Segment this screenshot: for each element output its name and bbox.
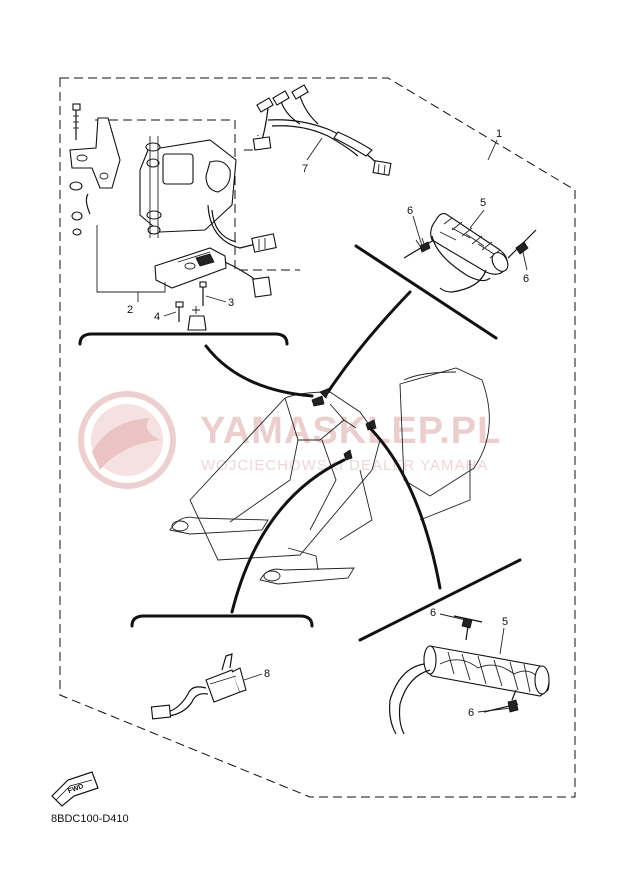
callout-leaders xyxy=(137,137,528,713)
bolt-part xyxy=(72,103,81,140)
wire-harness-part xyxy=(244,84,392,176)
grip-lower-part xyxy=(389,645,550,735)
toggle-switch-part xyxy=(150,653,247,720)
callout-clip-lower-top: 6 xyxy=(430,607,436,619)
connector-part xyxy=(251,233,277,253)
washer-part xyxy=(69,181,83,236)
callout-screw-3: 3 xyxy=(228,297,234,309)
leader-top-right xyxy=(326,290,412,394)
callouts: 1 2 3 4 7 5 6 6 5 6 6 8 xyxy=(127,128,529,719)
callout-clip-lower-bottom: 6 xyxy=(468,707,474,719)
clip-lower-top-part xyxy=(453,615,483,641)
grip-lower-group xyxy=(389,615,550,735)
bracket-group xyxy=(69,103,300,331)
clip-upper-right-part xyxy=(507,229,537,259)
callout-assembly: 1 xyxy=(496,128,502,140)
watermark-subtitle: WOJCIECHOWSKI DEALER YAMAHA xyxy=(201,457,488,474)
leader-bottom-right xyxy=(368,426,442,590)
l-bracket-part xyxy=(69,117,121,215)
group-brace-bottom-left xyxy=(130,614,314,628)
leader-bottom-left xyxy=(230,458,346,614)
switch-housing-part xyxy=(139,136,237,238)
lower-plate-part xyxy=(154,247,272,298)
screw-part xyxy=(175,281,207,331)
clip-lower-bottom-part xyxy=(483,689,519,713)
callout-grip-upper: 5 xyxy=(480,197,486,209)
grip-upper-group xyxy=(403,213,537,293)
grip-upper-part xyxy=(430,213,509,293)
watermark-logo-icon xyxy=(78,391,176,489)
watermark: YAMASKLEP.PL WOJCIECHOWSKI DEALER YAMAHA xyxy=(78,391,501,489)
snowmobile-body xyxy=(169,367,490,585)
callout-bracket: 2 xyxy=(127,304,133,316)
callout-switch: 8 xyxy=(264,668,270,680)
callout-harness: 7 xyxy=(302,163,308,175)
diagram-code: 8BDC100-D410 xyxy=(51,813,129,825)
watermark-title: YAMASKLEP.PL xyxy=(200,410,501,452)
group-brace-top-right xyxy=(354,244,498,340)
callout-screw-4: 4 xyxy=(154,311,160,323)
callout-clip-upper-right: 6 xyxy=(523,273,529,285)
clip-upper-left-part xyxy=(403,237,435,259)
fwd-arrow-icon: FWD xyxy=(51,771,99,807)
group-brace-top-left xyxy=(78,332,289,346)
leader-top-left xyxy=(204,344,314,398)
assembly-boundary xyxy=(59,77,576,798)
callout-clip-upper-left: 6 xyxy=(407,205,413,217)
group-brace-bottom-right xyxy=(358,558,522,642)
callout-grip-lower: 5 xyxy=(502,616,508,628)
